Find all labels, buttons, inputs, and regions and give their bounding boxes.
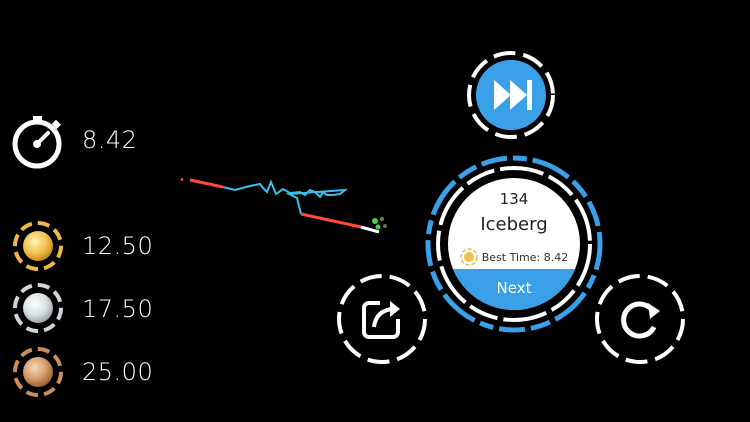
fast-forward-button[interactable] <box>466 50 556 140</box>
bronze-medal-time: 25.00 <box>82 358 154 386</box>
result-panel: 134 Iceberg Best Time: 8.42 Next <box>424 154 604 334</box>
silver-medal-icon <box>12 282 64 334</box>
fast-forward-icon <box>494 80 532 110</box>
gold-medal-time: 12.50 <box>82 232 154 260</box>
replay-icon <box>621 301 660 339</box>
level-track <box>175 170 395 245</box>
level-name: Iceberg <box>480 214 548 235</box>
timer-stopwatch-icon <box>10 112 68 170</box>
share-icon <box>362 297 402 339</box>
bronze-medal-icon <box>12 346 64 398</box>
next-button[interactable]: Next <box>496 279 532 297</box>
best-time-label: Best Time: 8.42 <box>481 250 569 264</box>
level-number: 134 <box>499 190 529 208</box>
silver-medal-time: 17.50 <box>82 295 154 323</box>
replay-button[interactable] <box>594 273 686 365</box>
gold-medal-icon <box>460 248 478 266</box>
share-button[interactable] <box>336 273 428 365</box>
best-time-row: Best Time: 8.42 <box>424 248 604 266</box>
timer-value: 8.42 <box>82 126 138 154</box>
gold-medal-icon <box>12 220 64 272</box>
